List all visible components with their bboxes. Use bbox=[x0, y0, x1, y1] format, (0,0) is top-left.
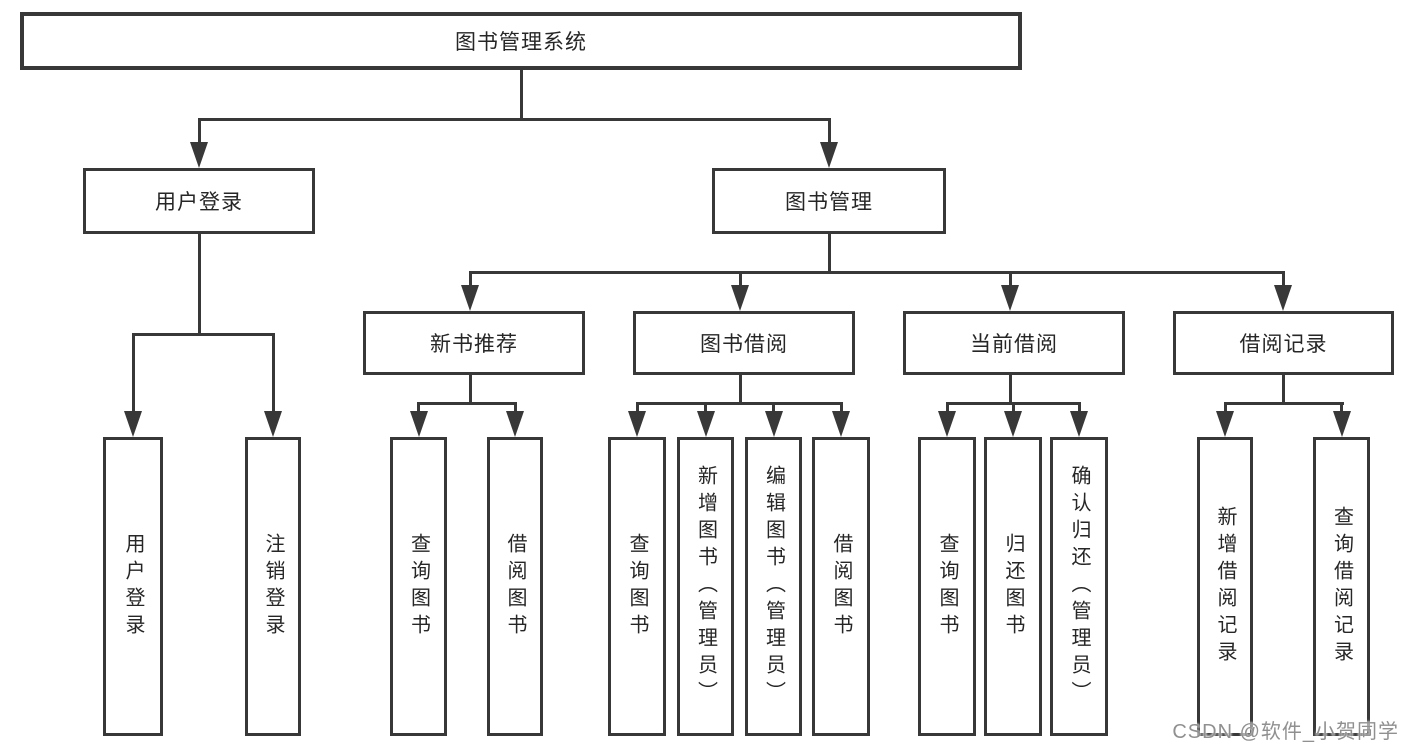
watermark: CSDN @软件_小贺同学 bbox=[1172, 721, 1399, 743]
leaf-borrow-query-books: 查询图书 bbox=[608, 437, 666, 736]
connector-line bbox=[704, 402, 707, 412]
arrowhead-icon bbox=[1274, 285, 1292, 311]
connector-line bbox=[271, 333, 275, 412]
connector-line bbox=[772, 402, 775, 412]
connector-line bbox=[1008, 271, 1012, 287]
connector-line bbox=[839, 402, 843, 412]
leaf-current-confirm-return-admin: 确认归还（管理员） bbox=[1050, 437, 1108, 736]
arrowhead-icon bbox=[820, 142, 838, 168]
connector-line bbox=[1281, 271, 1285, 287]
connector-line bbox=[197, 118, 201, 143]
connector-line bbox=[131, 333, 135, 412]
node-borrow-records: 借阅记录 bbox=[1173, 311, 1394, 375]
connector-line bbox=[827, 118, 831, 143]
arrowhead-icon bbox=[1070, 411, 1088, 437]
arrowhead-icon bbox=[1004, 411, 1022, 437]
connector-line bbox=[1077, 402, 1081, 412]
connector-line bbox=[945, 402, 949, 412]
connector-line bbox=[519, 70, 523, 118]
connector-line bbox=[1008, 375, 1012, 404]
node-book-management: 图书管理 bbox=[712, 168, 946, 234]
connector-line bbox=[1281, 375, 1285, 404]
arrowhead-icon bbox=[764, 411, 783, 437]
arrowhead-icon bbox=[731, 285, 749, 311]
connector-line bbox=[635, 402, 843, 405]
leaf-logout: 注销登录 bbox=[245, 437, 301, 736]
node-current-borrow: 当前借阅 bbox=[903, 311, 1125, 375]
leaf-records-add-record: 新增借阅记录 bbox=[1197, 437, 1253, 736]
leaf-user-login: 用户登录 bbox=[103, 437, 163, 736]
connector-line bbox=[197, 118, 831, 121]
connector-line bbox=[131, 333, 275, 336]
arrowhead-icon bbox=[628, 411, 646, 437]
leaf-current-query-books: 查询图书 bbox=[918, 437, 976, 736]
connector-line bbox=[417, 402, 420, 412]
leaf-recommend-borrow-books: 借阅图书 bbox=[487, 437, 543, 736]
arrowhead-icon bbox=[264, 411, 282, 437]
arrowhead-icon bbox=[1216, 411, 1234, 437]
leaf-recommend-query-books: 查询图书 bbox=[390, 437, 447, 736]
arrowhead-icon bbox=[461, 285, 479, 311]
node-new-book-recommend: 新书推荐 bbox=[363, 311, 585, 375]
node-book-borrow: 图书借阅 bbox=[633, 311, 855, 375]
arrowhead-icon bbox=[506, 411, 524, 437]
connector-line bbox=[1011, 402, 1015, 412]
connector-line bbox=[513, 402, 517, 412]
node-user-login: 用户登录 bbox=[83, 168, 315, 234]
connector-line bbox=[635, 402, 639, 412]
arrowhead-icon bbox=[190, 142, 208, 168]
connector-line bbox=[468, 271, 472, 287]
connector-line bbox=[197, 234, 201, 335]
arrowhead-icon bbox=[1332, 411, 1351, 437]
leaf-borrow-edit-books-admin: 编辑图书（管理员） bbox=[745, 437, 802, 736]
connector-line bbox=[468, 375, 472, 404]
connector-line bbox=[827, 234, 831, 274]
connector-line bbox=[1223, 402, 1344, 405]
leaf-borrow-borrow-books: 借阅图书 bbox=[812, 437, 870, 736]
leaf-borrow-add-books-admin: 新增图书（管理员） bbox=[677, 437, 734, 736]
connector-line bbox=[417, 402, 517, 405]
arrowhead-icon bbox=[696, 411, 715, 437]
arrowhead-icon bbox=[938, 411, 956, 437]
leaf-current-return-books: 归还图书 bbox=[984, 437, 1042, 736]
leaf-records-query-record: 查询借阅记录 bbox=[1313, 437, 1370, 736]
connector-line bbox=[1340, 402, 1343, 412]
connector-line bbox=[468, 271, 1285, 274]
arrowhead-icon bbox=[832, 411, 850, 437]
connector-line bbox=[738, 375, 742, 404]
arrowhead-icon bbox=[124, 411, 142, 437]
node-root: 图书管理系统 bbox=[20, 12, 1022, 70]
arrowhead-icon bbox=[409, 411, 428, 437]
arrowhead-icon bbox=[1001, 285, 1019, 311]
connector-line bbox=[1223, 402, 1227, 412]
connector-line bbox=[738, 271, 742, 287]
